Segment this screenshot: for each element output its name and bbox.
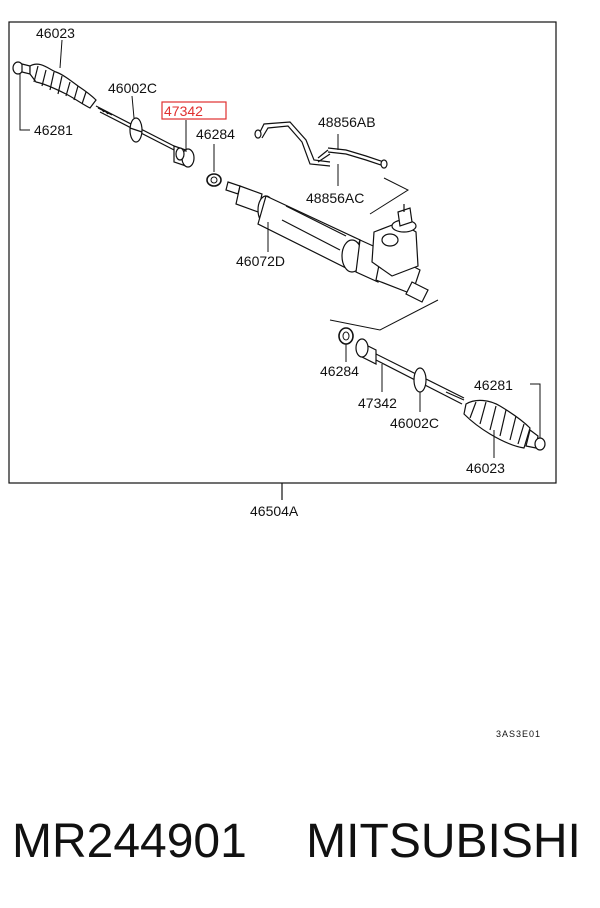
boot-top — [12, 61, 97, 109]
label-clip-bottom: 46281 — [474, 377, 513, 393]
label-ring-bottom: 46284 — [320, 363, 359, 379]
label-pipe-c: 48856AC — [306, 190, 364, 206]
highlight-box — [161, 101, 227, 120]
leader-lines — [19, 39, 541, 458]
tie-rod-top — [95, 105, 179, 153]
tie-rod-bottom — [375, 353, 465, 405]
tie-rod-end-top — [173, 145, 195, 168]
label-housing: 46072D — [236, 253, 285, 269]
label-ring-top: 46284 — [196, 126, 235, 142]
guide-line-bottom — [329, 299, 439, 331]
label-rod-top: 46002C — [108, 80, 157, 96]
guide-line-top — [369, 177, 410, 215]
label-clip-top: 46281 — [34, 122, 73, 138]
label-boot-top: 46023 — [36, 25, 75, 41]
reference-code: 3AS3E01 — [496, 729, 541, 739]
pressure-pipes — [254, 121, 388, 169]
label-pipe-a: 48856AB — [318, 114, 376, 130]
label-end-top[interactable]: 47342 — [164, 103, 203, 119]
label-rod-bottom: 46002C — [390, 415, 439, 431]
label-assembly: 46504A — [250, 503, 299, 519]
part-number: MR244901 — [12, 815, 247, 868]
label-end-bottom: 47342 — [358, 395, 397, 411]
brand-name: MITSUBISHI — [306, 815, 581, 868]
pinion-valve — [371, 204, 419, 277]
label-boot-bottom: 46023 — [466, 460, 505, 476]
boot-bottom — [463, 399, 546, 451]
tie-rod-end-bottom — [355, 338, 377, 365]
footer: MR244901 MITSUBISHI — [12, 812, 592, 872]
steering-rack-diagram: 46023 46281 46002C 47342 46284 48856AB 4… — [8, 21, 557, 739]
